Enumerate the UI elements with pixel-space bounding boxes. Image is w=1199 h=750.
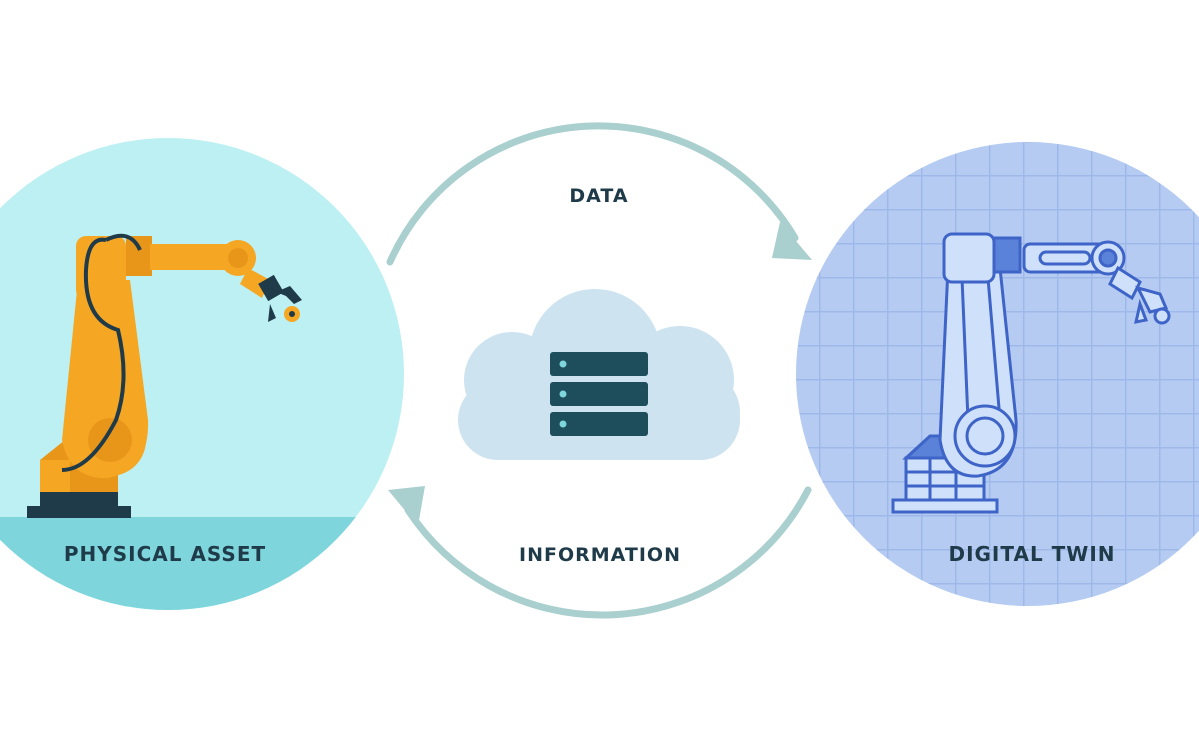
cloud-server-icon (458, 289, 740, 460)
physical-asset-label: PHYSICAL ASSET (64, 542, 266, 566)
data-label: DATA (569, 185, 628, 207)
cloud-shape (458, 289, 740, 460)
data-arrowhead (772, 222, 812, 260)
blueprint-robotic-arm-icon (891, 232, 1171, 514)
information-label: INFORMATION (519, 544, 681, 566)
information-arrow (388, 486, 812, 619)
ground (0, 517, 404, 610)
digital-twin-label: DIGITAL TWIN (948, 542, 1115, 566)
orange-robotic-arm-icon (27, 233, 302, 518)
data-arrow (386, 122, 812, 266)
digital-twin-circle: DIGITAL TWIN (796, 142, 1199, 606)
physical-asset-circle: PHYSICAL ASSET (0, 138, 404, 610)
server-stack-icon (550, 352, 648, 436)
information-arrowhead (388, 486, 425, 526)
